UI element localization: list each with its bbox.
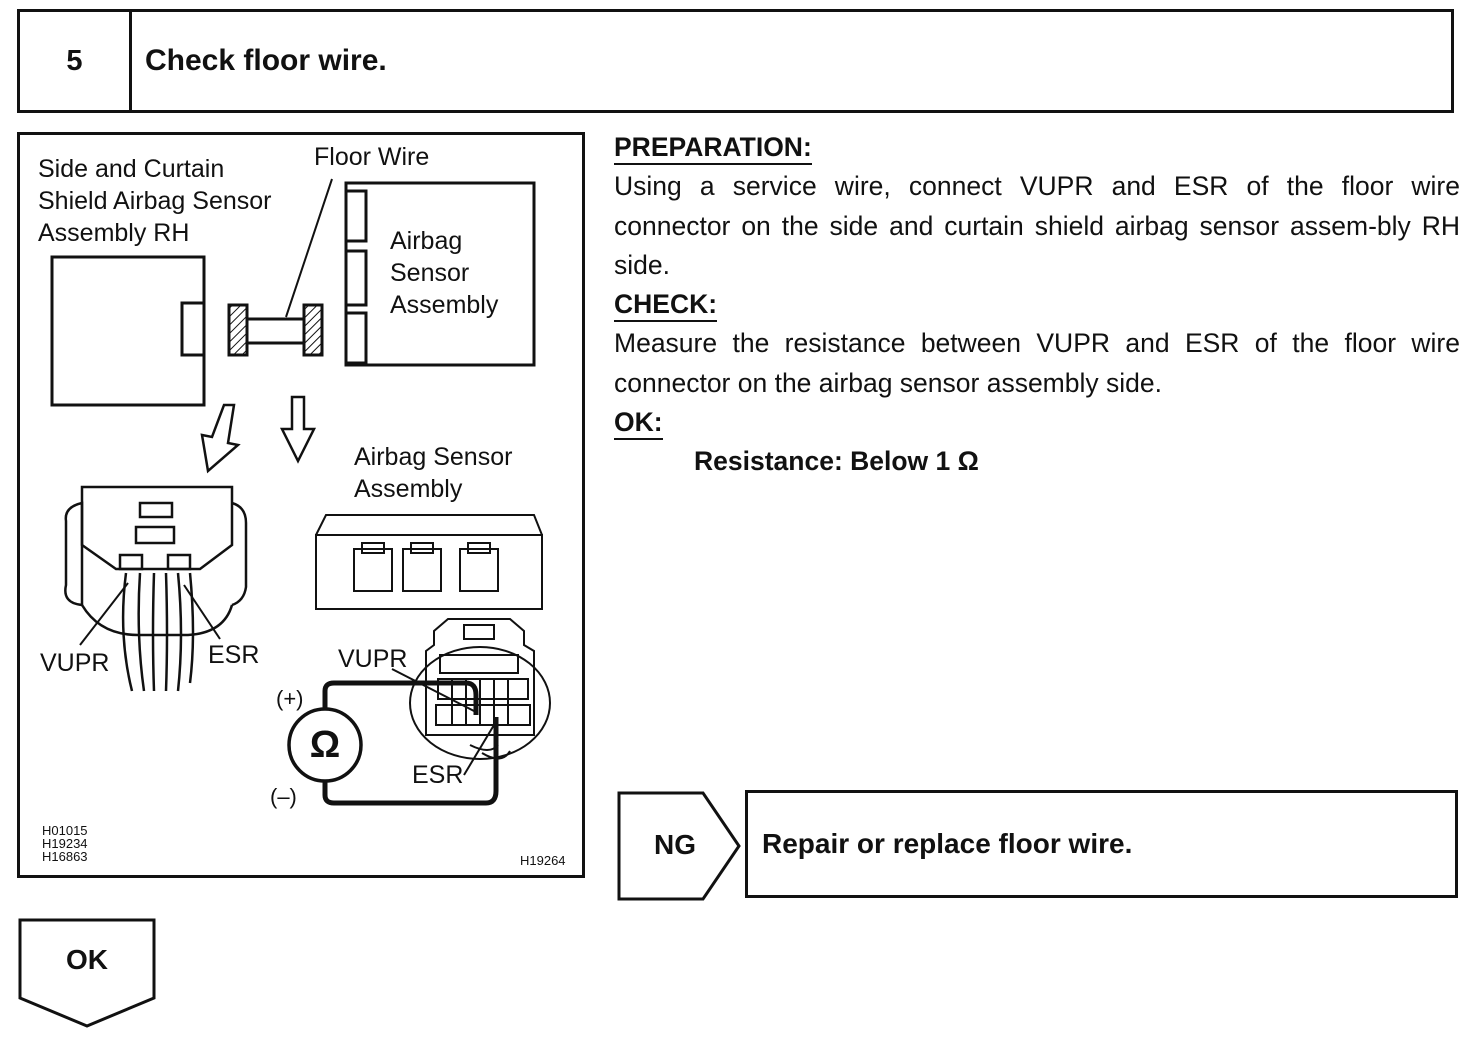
step-title: Check floor wire.: [145, 44, 387, 77]
label-vupr-right: VUPR: [338, 645, 408, 673]
check-heading: CHECK:: [614, 288, 718, 323]
ok-label: OK: [66, 944, 108, 975]
label-esr-right: ESR: [412, 761, 464, 789]
ok-spec: Resistance: Below 1 Ω: [694, 446, 979, 477]
label-airbag-sensor-top: Airbag Sensor Assembly: [390, 227, 499, 319]
label-plus: (+): [276, 686, 304, 711]
ok-heading: OK:: [614, 406, 663, 441]
label-airbag-sensor-mid: Airbag Sensor Assembly: [354, 443, 513, 503]
floor-wire-connector-face: [409, 618, 551, 760]
rh-connector-face: [64, 485, 248, 692]
rh-connector: [180, 301, 206, 357]
down-arrow-left: [200, 403, 241, 474]
label-vupr-left: VUPR: [40, 649, 110, 677]
ng-action: Repair or replace floor wire.: [745, 790, 1458, 898]
meter-lead-positive: [322, 680, 479, 715]
label-rh-sensor: Side and Curtain Shield Airbag Sensor As…: [38, 155, 272, 247]
label-minus: (–): [270, 784, 297, 809]
wiring-illustration: Side and Curtain Shield Airbag Sensor As…: [17, 132, 585, 878]
down-arrow-right: [279, 395, 317, 464]
meter-lead-negative: [322, 717, 499, 806]
figure-codes-left: H01015 H19234 H16863: [42, 823, 88, 864]
instructions: PREPARATION: Using a service wire, conne…: [614, 128, 1460, 482]
wiring-diagram: [50, 178, 551, 806]
airbag-sensor-socket-panel: [315, 514, 543, 610]
check-text: Measure the resistance between VUPR and …: [614, 328, 1460, 398]
ng-arrow-shape: [617, 791, 741, 901]
floor-wire-connector-left: [227, 303, 249, 357]
ng-label: NG: [654, 829, 696, 860]
label-floor-wire: Floor Wire: [314, 143, 430, 171]
preparation-heading: PREPARATION:: [614, 131, 812, 165]
ohm-symbol: Ω: [309, 724, 341, 766]
label-esr-left: ESR: [208, 641, 260, 669]
floor-wire-connector-right: [302, 303, 324, 357]
step-number: 5: [20, 12, 132, 110]
ok-arrow-shape: [18, 918, 156, 1028]
step-header: 5 Check floor wire.: [17, 9, 1454, 113]
preparation-text: Using a service wire, connect VUPR and E…: [614, 171, 1460, 280]
figure-code-right: H19264: [520, 853, 566, 868]
